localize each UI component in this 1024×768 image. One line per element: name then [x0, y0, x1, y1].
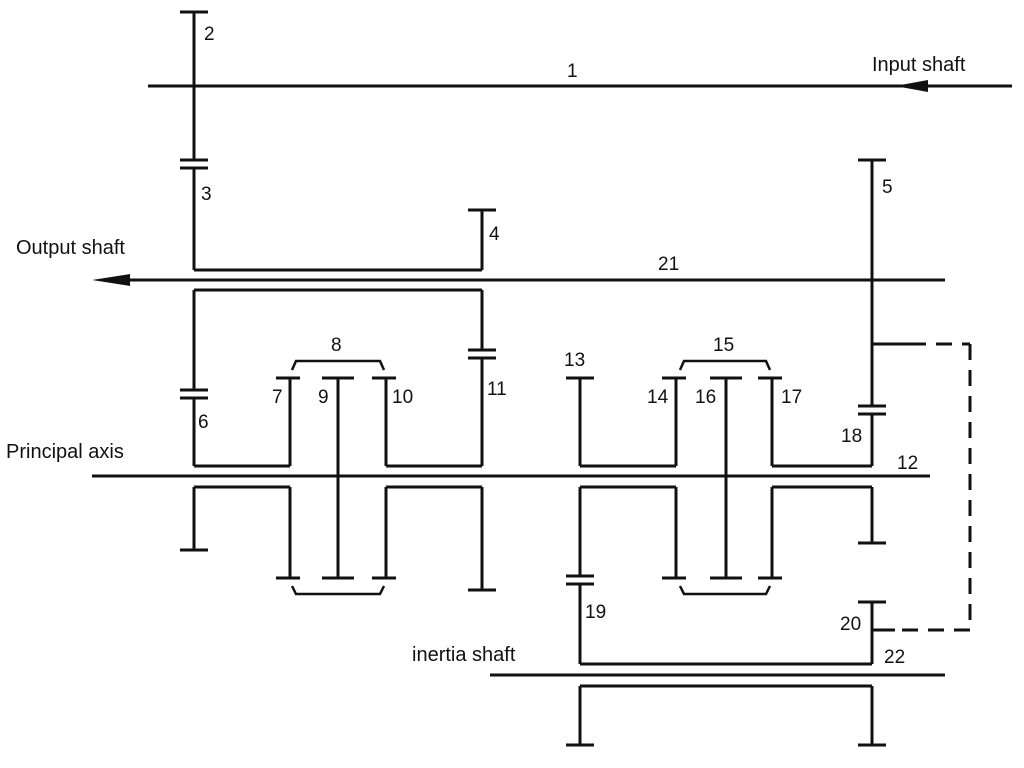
sleeve-15: [678, 359, 772, 596]
inertia-shaft-label: inertia shaft: [412, 644, 516, 666]
right-hub-bottom: [578, 485, 886, 580]
sleeve-8: [290, 359, 386, 596]
output-hub: [194, 208, 496, 272]
number-17: 17: [781, 387, 802, 408]
synchronizer-9: [322, 376, 354, 580]
number-19: 19: [585, 602, 606, 623]
number-12: 12: [897, 453, 918, 474]
number-3: 3: [201, 184, 212, 205]
number-15: 15: [713, 335, 734, 356]
synchronizer-16: [710, 376, 742, 580]
gear-19: [566, 574, 594, 664]
input-arrow: [895, 80, 928, 92]
inertia-hub: [490, 662, 945, 747]
number-8: 8: [331, 335, 342, 356]
output-shaft-label: Output shaft: [16, 237, 125, 259]
number-9: 9: [318, 387, 329, 408]
gear-6: [180, 388, 208, 466]
output-shaft: [92, 274, 945, 286]
gear-11: [468, 348, 496, 466]
number-22: 22: [884, 647, 905, 668]
gear-20: [858, 600, 886, 664]
gear-2: [180, 10, 208, 160]
gear-18: [858, 404, 886, 466]
number-7: 7: [272, 387, 283, 408]
number-21: 21: [658, 254, 679, 275]
input-shaft-label: Input shaft: [872, 54, 966, 76]
number-18: 18: [841, 426, 862, 447]
output-arrow: [92, 274, 130, 286]
number-5: 5: [882, 177, 893, 198]
number-6: 6: [198, 412, 209, 433]
principal-axis-label: Principal axis: [6, 441, 124, 463]
number-4: 4: [489, 224, 500, 245]
number-20: 20: [840, 614, 861, 635]
number-10: 10: [392, 387, 413, 408]
number-13: 13: [564, 350, 585, 371]
number-11: 11: [487, 379, 507, 400]
number-2: 2: [204, 24, 215, 45]
number-16: 16: [695, 387, 716, 408]
gear-5: [858, 158, 886, 406]
gear-3: [180, 158, 208, 270]
number-14: 14: [647, 387, 669, 408]
dashed-link: [872, 342, 972, 632]
left-hub-bottom: [180, 485, 496, 592]
input-shaft: [148, 80, 1012, 92]
left-hub-top: [194, 376, 482, 468]
gear-13: [566, 376, 686, 468]
number-1: 1: [567, 61, 578, 82]
gear-17-hub: [758, 376, 872, 468]
lower-hub: [192, 288, 484, 390]
